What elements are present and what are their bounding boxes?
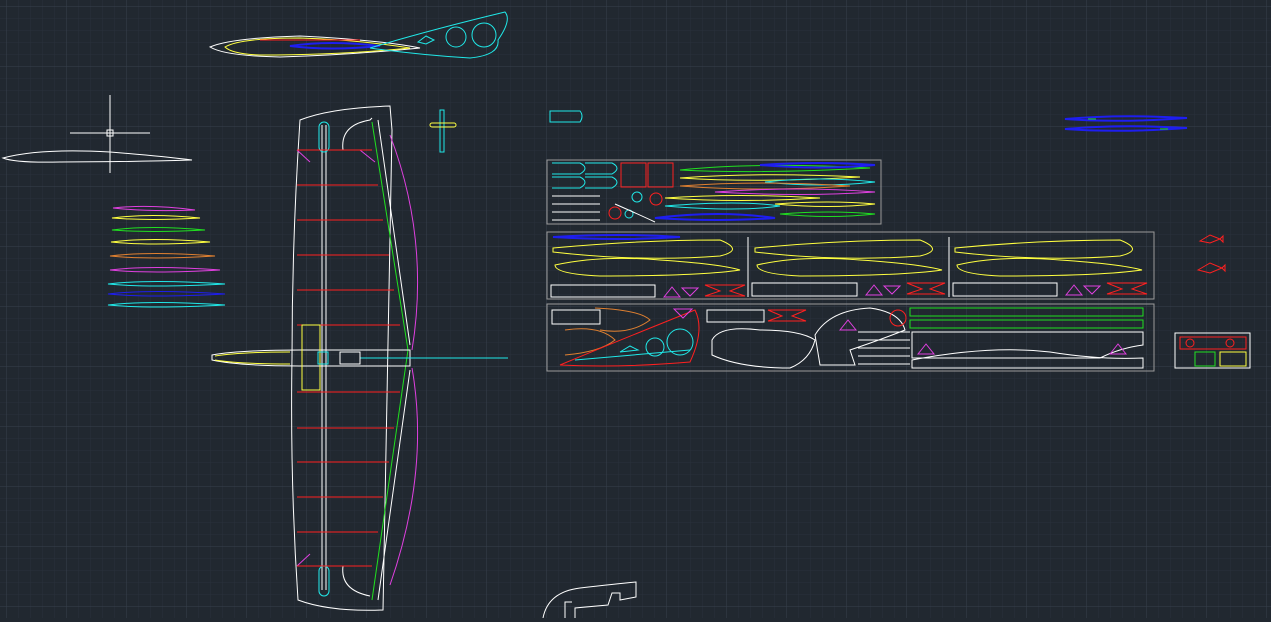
fuselage-top xyxy=(212,350,410,366)
partial-part-bottom xyxy=(543,582,636,618)
fin-part xyxy=(430,110,456,152)
ribs xyxy=(297,150,400,566)
hook-part xyxy=(550,111,582,122)
airfoil-profile xyxy=(3,151,192,162)
rib-stack xyxy=(108,206,225,307)
parts-sheet-3 xyxy=(547,304,1154,371)
parts-sheet-2 xyxy=(547,232,1154,299)
parts-sheet-1 xyxy=(547,160,881,224)
crosshair-cursor-icon xyxy=(70,95,150,173)
parts-sheet-4 xyxy=(1175,333,1250,368)
spar-parts xyxy=(1065,116,1187,131)
fuselage-side-view xyxy=(210,12,507,58)
fish-logos xyxy=(1198,235,1225,273)
wing-top-view xyxy=(212,106,508,610)
